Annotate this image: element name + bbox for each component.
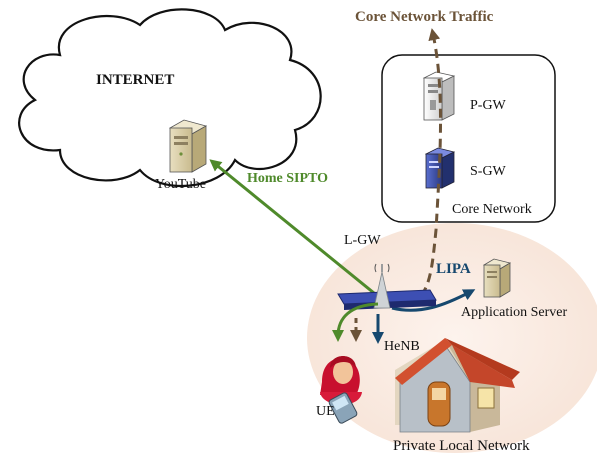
lipa-label: LIPA bbox=[436, 261, 471, 277]
core-network-box bbox=[381, 54, 556, 223]
internet-label: INTERNET bbox=[96, 72, 174, 88]
pgw-server-icon bbox=[422, 71, 456, 121]
ue-label: UE bbox=[316, 404, 335, 419]
sipto-local-arrow bbox=[332, 302, 379, 342]
sgw-label: S-GW bbox=[470, 164, 507, 179]
youtube-server-icon bbox=[168, 119, 208, 173]
internet-cloud bbox=[18, 8, 322, 188]
pgw-label: P-GW bbox=[470, 98, 507, 113]
henb-label: HeNB bbox=[384, 339, 420, 354]
core-network-label: Core Network bbox=[452, 202, 532, 217]
ue-user-phone-icon bbox=[320, 356, 362, 424]
home-house-icon bbox=[395, 338, 520, 433]
lgw-label: L-GW bbox=[344, 233, 381, 248]
sgw-server-icon bbox=[424, 147, 456, 189]
henb-base-station-icon bbox=[337, 263, 437, 310]
youtube-label: YouTube bbox=[155, 177, 206, 192]
home-sipto-link bbox=[209, 159, 386, 304]
home-sipto-label: Home SIPTO bbox=[247, 171, 328, 186]
private-local-network-label: Private Local Network bbox=[393, 438, 530, 454]
application-server-label: Application Server bbox=[461, 305, 567, 320]
core-network-traffic-label: Core Network Traffic bbox=[355, 9, 494, 25]
lipa-link bbox=[391, 289, 476, 312]
private-local-network-area bbox=[307, 223, 597, 453]
core-network-traffic-link bbox=[409, 28, 443, 307]
application-server-icon bbox=[482, 258, 512, 298]
